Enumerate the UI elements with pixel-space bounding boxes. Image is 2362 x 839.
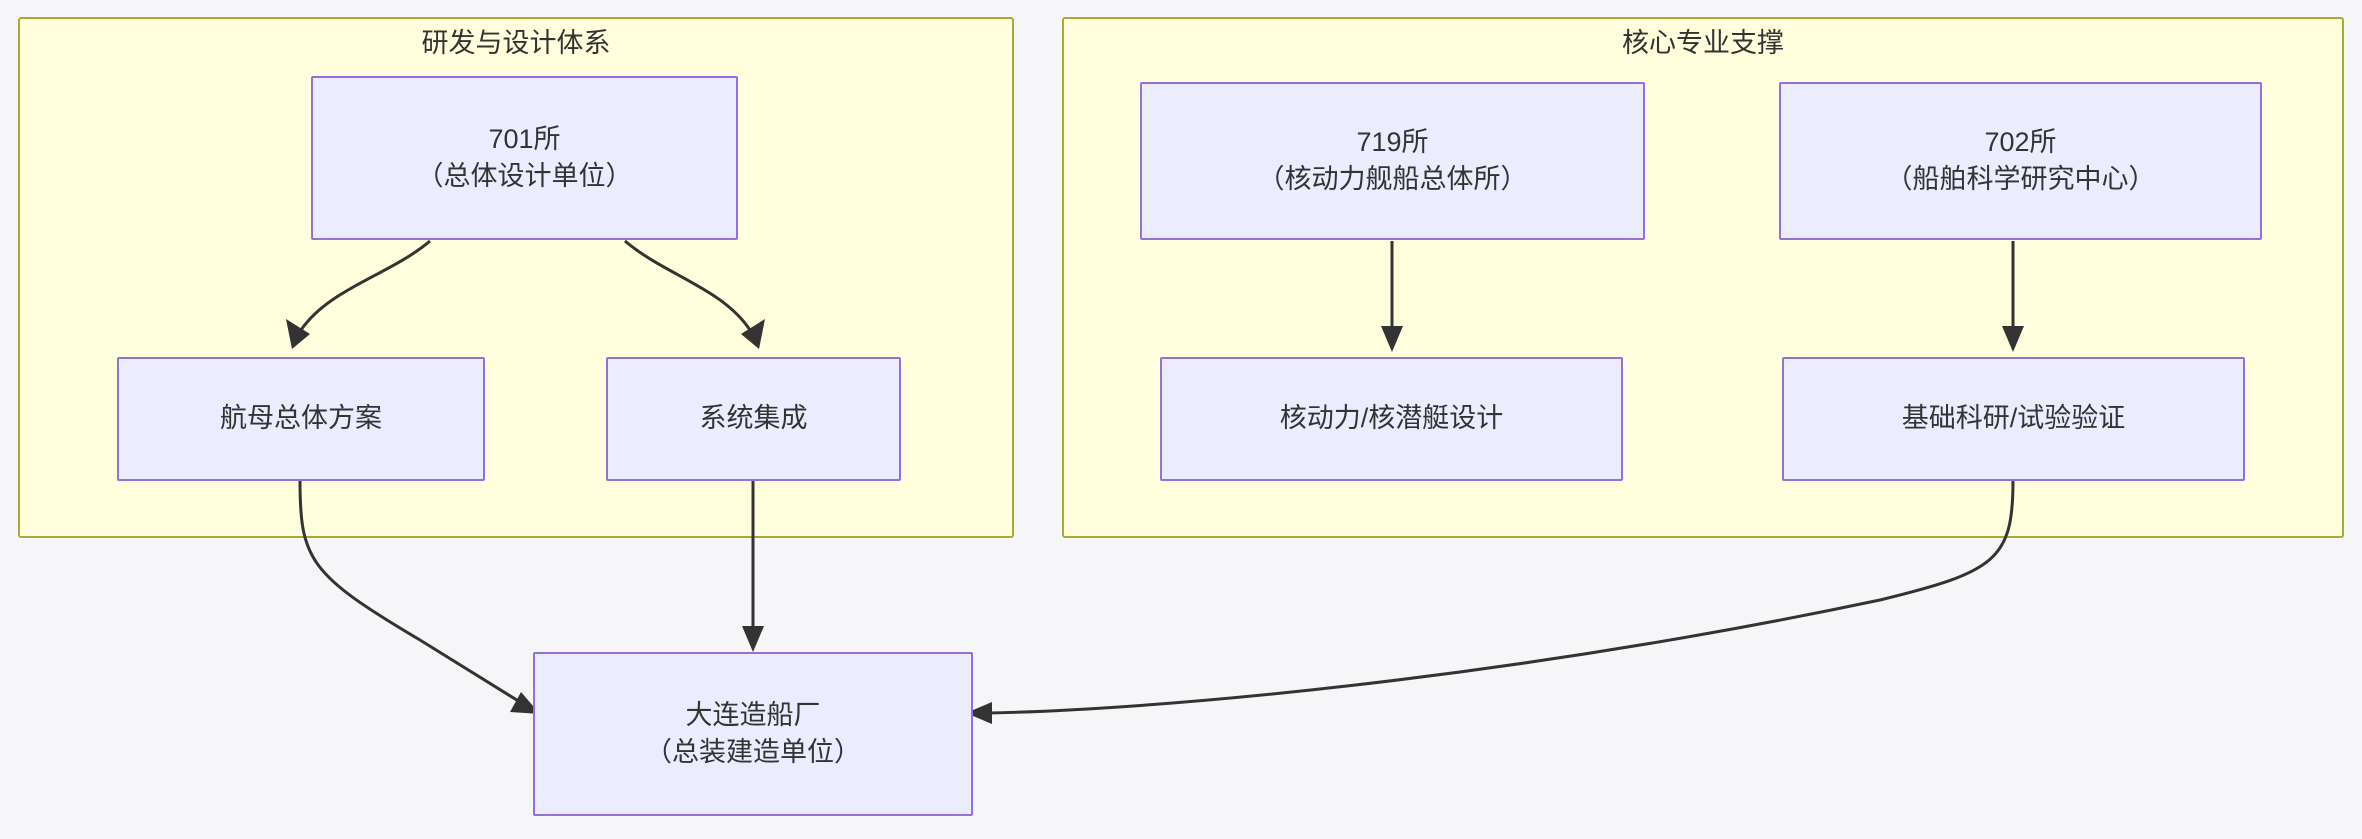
node-inst702[interactable]: 702所 （船舶科学研究中心） — [1779, 82, 2262, 240]
node-carrier-plan-label-line1: 航母总体方案 — [220, 403, 382, 434]
node-dalian-shipyard-label-line1: 大连造船厂 — [685, 699, 821, 730]
node-basic-research[interactable]: 基础科研/试验验证 — [1782, 357, 2245, 481]
node-carrier-plan[interactable]: 航母总体方案 — [117, 357, 485, 481]
node-inst701-label-line1: 701所 — [488, 123, 561, 154]
node-inst701[interactable]: 701所 （总体设计单位） — [311, 76, 738, 240]
node-inst702-label: 702所 （船舶科学研究中心） — [1886, 124, 2156, 199]
node-dalian-shipyard-label: 大连造船厂 （总装建造单位） — [645, 697, 861, 772]
node-dalian-shipyard-label-line2: （总装建造单位） — [645, 737, 861, 767]
node-nuclear-design[interactable]: 核动力/核潜艇设计 — [1160, 357, 1623, 481]
cluster-core-title: 核心专业支撑 — [1622, 28, 1784, 58]
node-nuclear-design-label-line1: 核动力/核潜艇设计 — [1279, 403, 1504, 434]
node-inst702-label-line1: 702所 — [1984, 126, 2057, 157]
node-inst701-label-line2: （总体设计单位） — [416, 161, 633, 191]
node-carrier-plan-label: 航母总体方案 — [220, 400, 382, 437]
node-nuclear-design-label: 核动力/核潜艇设计 — [1280, 400, 1504, 437]
node-basic-research-label: 基础科研/试验验证 — [1902, 400, 2126, 437]
node-inst719-label-line1: 719所 — [1356, 126, 1429, 157]
node-sys-integration-label-line1: 系统集成 — [699, 403, 808, 434]
node-sys-integration[interactable]: 系统集成 — [606, 357, 901, 481]
node-inst702-label-line2: （船舶科学研究中心） — [1885, 164, 2156, 194]
node-inst719[interactable]: 719所 （核动力舰船总体所） — [1140, 82, 1645, 240]
node-inst701-label: 701所 （总体设计单位） — [417, 121, 633, 196]
node-dalian-shipyard[interactable]: 大连造船厂 （总装建造单位） — [533, 652, 973, 816]
node-sys-integration-label: 系统集成 — [700, 400, 808, 437]
node-basic-research-label-line1: 基础科研/试验验证 — [1901, 403, 2126, 434]
node-inst719-label: 719所 （核动力舰船总体所） — [1258, 124, 1528, 199]
node-inst719-label-line2: （核动力舰船总体所） — [1257, 164, 1528, 194]
cluster-rnd-title: 研发与设计体系 — [421, 28, 611, 58]
